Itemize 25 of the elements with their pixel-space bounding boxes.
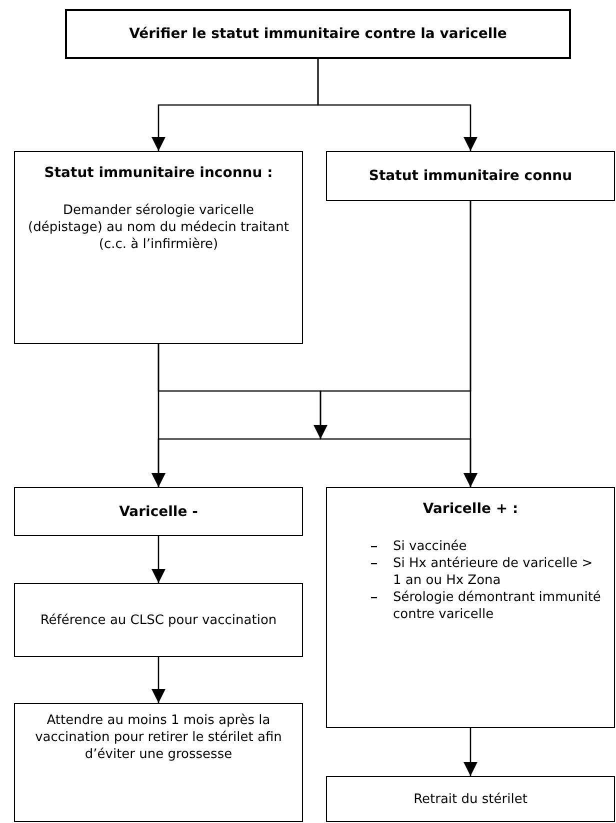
process-box	[14, 151, 303, 344]
arrow	[464, 728, 478, 776]
box-text: Référence au CLSC pour vaccination	[40, 612, 277, 628]
box-heading: Varicelle -	[119, 502, 198, 520]
process-box	[14, 487, 303, 536]
process-box	[65, 9, 571, 59]
process-box	[326, 776, 615, 822]
arrow	[464, 201, 478, 487]
arrow	[317, 59, 478, 151]
arrow	[152, 657, 166, 703]
process-box	[326, 151, 615, 201]
box-heading: Statut immunitaire inconnu :	[44, 164, 273, 182]
bullet-text: Si Hx antérieure de varicelle > 1 an ou Hx Zona	[393, 555, 594, 589]
box-text: Demander sérologie varicelle (dépistage) au nom du médecin traitant (c.c. à l’infirmière)	[27, 202, 290, 253]
box-text: Attendre au moins 1 mois après la vaccination pour retirer le stérilet afin d’éviter une grossesse	[34, 712, 283, 763]
process-box	[326, 487, 615, 728]
bullet-text: Si vaccinée	[393, 538, 467, 555]
box-heading: Statut immunitaire connu	[368, 167, 572, 185]
process-box	[14, 703, 303, 822]
arrow	[152, 536, 166, 583]
bullet-text: Sérologie démontrant immunité contre varicelle	[393, 589, 602, 623]
box-heading: Vérifier le statut immunitaire contre la varicelle	[129, 25, 507, 43]
box-text: Retrait du stérilet	[414, 790, 528, 808]
box-heading: Varicelle + :	[422, 500, 518, 518]
process-box	[14, 583, 303, 657]
